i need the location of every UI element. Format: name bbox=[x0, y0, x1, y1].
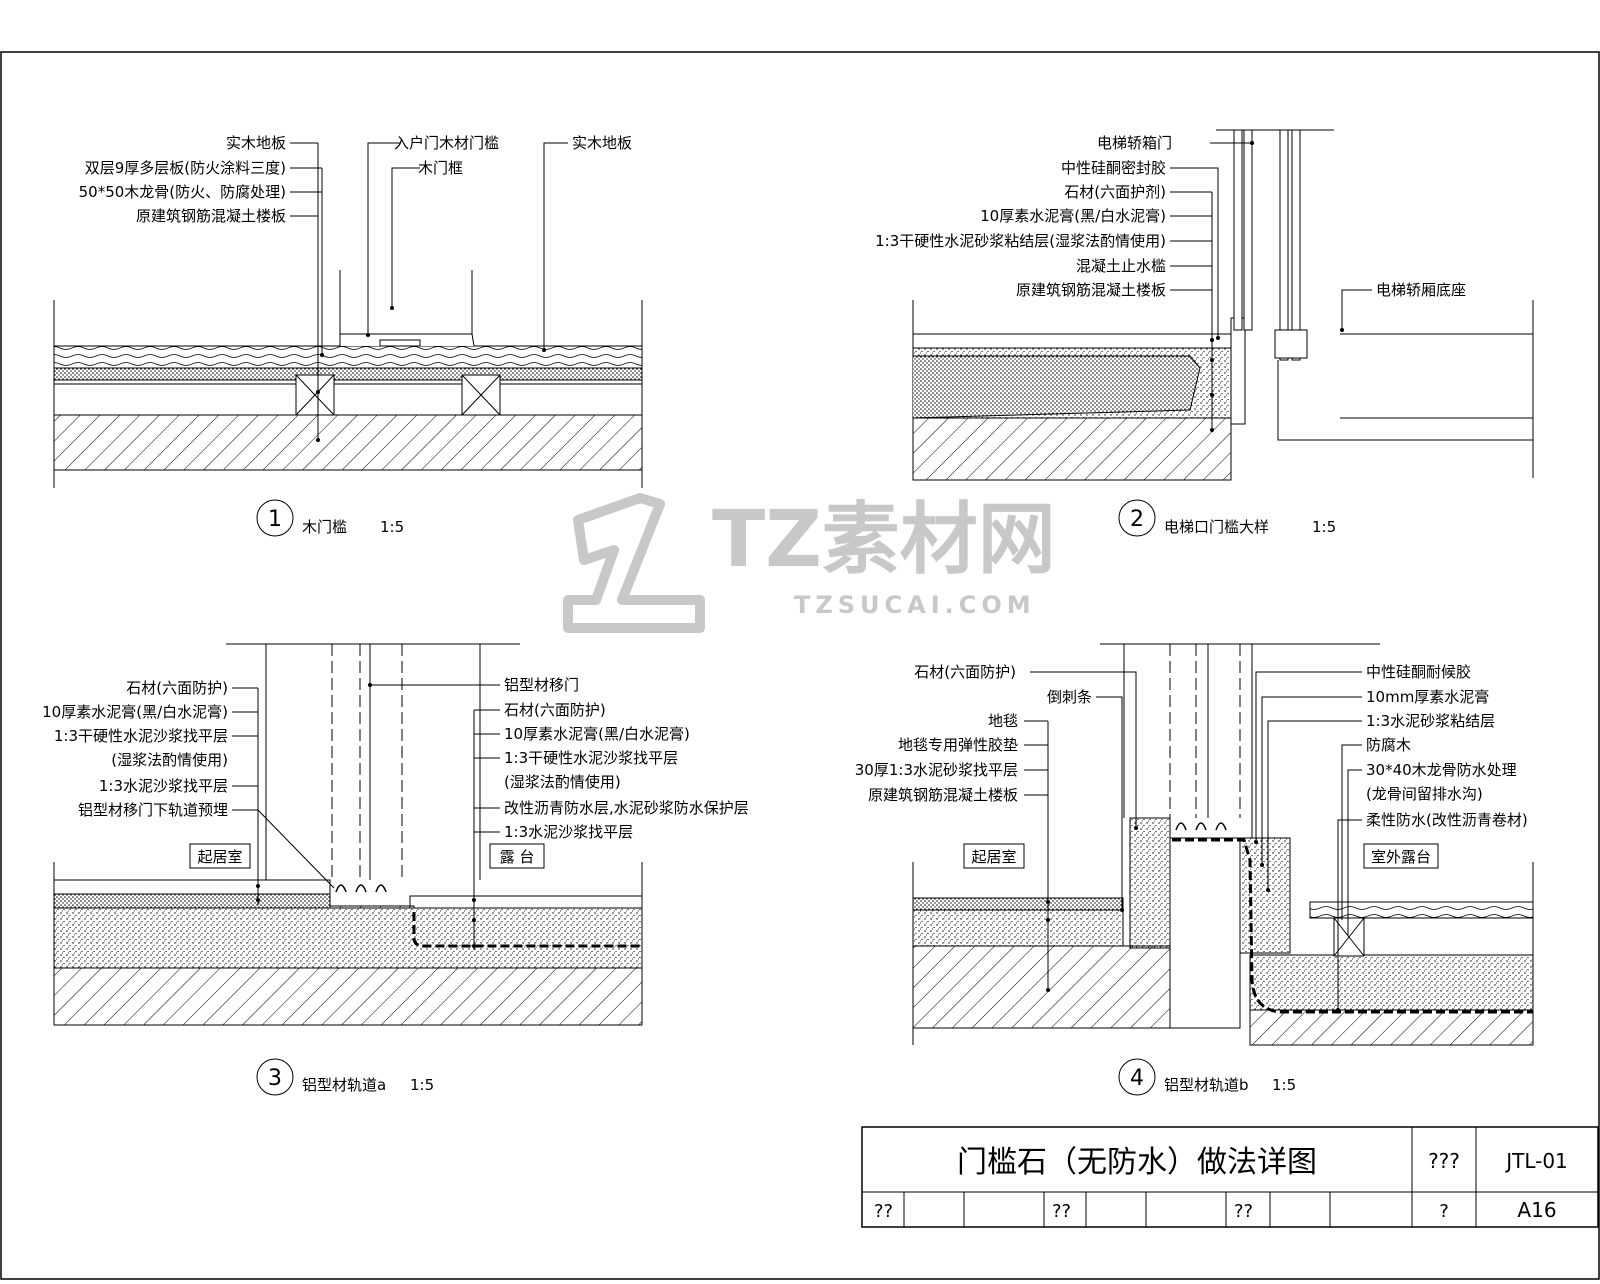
watermark: TZ素材网 TZSUCAI.COM bbox=[563, 493, 1056, 633]
d4-title: 铝型材轨道b bbox=[1164, 1076, 1249, 1094]
d3-label-cement-paste-right: 10厚素水泥膏(黑/白水泥膏) bbox=[504, 725, 690, 743]
sheet-border bbox=[0, 51, 1600, 1280]
d4-label-stone: 石材(六面防护) bbox=[914, 663, 1016, 681]
detail-2-drawing bbox=[912, 129, 1534, 537]
d3-label-track-embed: 铝型材移门下轨道预埋 bbox=[78, 801, 228, 819]
d3-scale: 1:5 bbox=[410, 1076, 434, 1094]
d2-label-water-stop: 混凝土止水槛 bbox=[1076, 257, 1166, 275]
d3-label-dry-mortar-right: 1:3干硬性水泥沙浆找平层 bbox=[504, 749, 678, 767]
d2-title: 电梯口门槛大样 bbox=[1164, 518, 1269, 536]
d2-label-cement-paste: 10厚素水泥膏(黑/白水泥膏) bbox=[980, 207, 1166, 225]
d4-number: 4 bbox=[1130, 1066, 1144, 1091]
title-cell-4: ? bbox=[1439, 1201, 1449, 1222]
d4-label-cement-paste: 10mm厚素水泥膏 bbox=[1366, 688, 1489, 706]
d3-label-dry-mortar-note: (湿浆法酌情使用) bbox=[111, 751, 228, 769]
d4-label-gripper: 倒刺条 bbox=[1047, 688, 1092, 706]
d2-label-mortar: 1:3干硬性水泥砂浆粘结层(湿浆法酌情使用) bbox=[875, 232, 1166, 250]
d3-label-leveling: 1:3水泥沙浆找平层 bbox=[99, 777, 228, 795]
d4-label-flexible-waterproof: 柔性防水(改性沥青卷材) bbox=[1366, 811, 1528, 829]
d3-number: 3 bbox=[268, 1066, 282, 1091]
d2-scale: 1:5 bbox=[1312, 518, 1336, 536]
d3-room-right: 露 台 bbox=[500, 848, 535, 866]
d3-title: 铝型材轨道a bbox=[302, 1076, 386, 1094]
d3-label-leveling-right: 1:3水泥沙浆找平层 bbox=[504, 823, 633, 841]
d1-label-joist: 50*50木龙骨(防火、防腐处理) bbox=[79, 183, 286, 201]
d4-label-joist-note: (龙骨间留排水沟) bbox=[1366, 785, 1483, 803]
d4-label-joist: 30*40木龙骨防水处理 bbox=[1366, 761, 1517, 779]
d4-room-left: 起居室 bbox=[971, 848, 1016, 866]
detail-2-labels: 电梯轿箱门 中性硅酮密封胶 石材(六面护剂) 10厚素水泥膏(黑/白水泥膏) 1… bbox=[875, 134, 1466, 536]
d2-label-car-base: 电梯轿厢底座 bbox=[1376, 281, 1466, 299]
title-cell-3: ?? bbox=[1234, 1201, 1253, 1222]
d4-room-right: 室外露台 bbox=[1371, 848, 1431, 866]
detail-4-drawing bbox=[912, 643, 1534, 1096]
d3-label-dry-mortar: 1:3干硬性水泥沙浆找平层 bbox=[54, 727, 228, 745]
d3-label-stone: 石材(六面防护) bbox=[126, 679, 228, 697]
sheet-number: A16 bbox=[1517, 1198, 1556, 1222]
d4-label-slab: 原建筑钢筋混凝土楼板 bbox=[868, 786, 1018, 804]
d4-label-bond-mortar: 1:3水泥砂浆粘结层 bbox=[1366, 712, 1495, 730]
title-cell-2: ?? bbox=[1052, 1201, 1071, 1222]
d4-scale: 1:5 bbox=[1272, 1076, 1296, 1094]
title-block: 门槛石（无防水）做法详图 ??? JTL-01 ?? ?? ?? ? A16 bbox=[861, 1126, 1599, 1228]
d4-label-carpet-pad: 地毯专用弹性胶垫 bbox=[898, 736, 1018, 754]
title-q-marks: ??? bbox=[1428, 1149, 1460, 1173]
d1-number: 1 bbox=[268, 507, 282, 532]
d2-number: 2 bbox=[1130, 507, 1144, 532]
d2-label-car-door: 电梯轿箱门 bbox=[1097, 134, 1172, 152]
watermark-logo bbox=[563, 493, 705, 633]
detail-3-labels: 石材(六面防护) 10厚素水泥膏(黑/白水泥膏) 1:3干硬性水泥沙浆找平层 (… bbox=[42, 676, 749, 1094]
d4-label-treated-wood: 防腐木 bbox=[1366, 736, 1411, 754]
d2-label-slab: 原建筑钢筋混凝土楼板 bbox=[1016, 281, 1166, 299]
d1-scale: 1:5 bbox=[380, 518, 404, 536]
d3-room-left: 起居室 bbox=[197, 848, 242, 866]
drawing-code: JTL-01 bbox=[1504, 1149, 1568, 1173]
d1-label-door-frame: 木门框 bbox=[418, 159, 463, 177]
d2-label-stone: 石材(六面护剂) bbox=[1064, 183, 1166, 201]
detail-1-drawing bbox=[53, 142, 643, 537]
detail-4-labels: 石材(六面防护) 倒刺条 地毯 地毯专用弹性胶垫 30厚1:3水泥砂浆找平层 原… bbox=[855, 663, 1528, 1094]
d3-label-sliding-door: 铝型材移门 bbox=[504, 676, 579, 694]
d3-label-stone-right: 石材(六面防护) bbox=[504, 701, 606, 719]
d1-label-solid-wood-floor-right: 实木地板 bbox=[572, 134, 632, 152]
d4-label-sealant: 中性硅酮耐候胶 bbox=[1366, 663, 1471, 681]
d1-label-slab: 原建筑钢筋混凝土楼板 bbox=[136, 207, 286, 225]
d3-label-dry-mortar-note-right: (湿浆法酌情使用) bbox=[504, 773, 621, 791]
d4-label-carpet: 地毯 bbox=[988, 712, 1018, 730]
d4-label-leveling: 30厚1:3水泥砂浆找平层 bbox=[855, 761, 1018, 779]
d2-label-sealant: 中性硅酮密封胶 bbox=[1061, 159, 1166, 177]
d1-label-plywood: 双层9厚多层板(防火涂料三度) bbox=[85, 159, 286, 177]
detail-1-labels: 实木地板 双层9厚多层板(防火涂料三度) 50*50木龙骨(防火、防腐处理) 原… bbox=[79, 134, 632, 536]
title-cell-1: ?? bbox=[874, 1201, 893, 1222]
d3-label-cement-paste: 10厚素水泥膏(黑/白水泥膏) bbox=[42, 703, 228, 721]
detail-3-drawing bbox=[53, 643, 643, 1096]
sheet-title: 门槛石（无防水）做法详图 bbox=[957, 1145, 1317, 1180]
d3-label-waterproof: 改性沥青防水层,水泥砂浆防水保护层 bbox=[504, 799, 749, 817]
d1-title: 木门槛 bbox=[302, 518, 347, 536]
d1-label-threshold: 入户门木材门槛 bbox=[394, 134, 499, 152]
watermark-url: TZSUCAI.COM bbox=[794, 591, 1036, 619]
watermark-brand: TZ素材网 bbox=[712, 495, 1056, 585]
d1-label-solid-wood-floor: 实木地板 bbox=[226, 134, 286, 152]
